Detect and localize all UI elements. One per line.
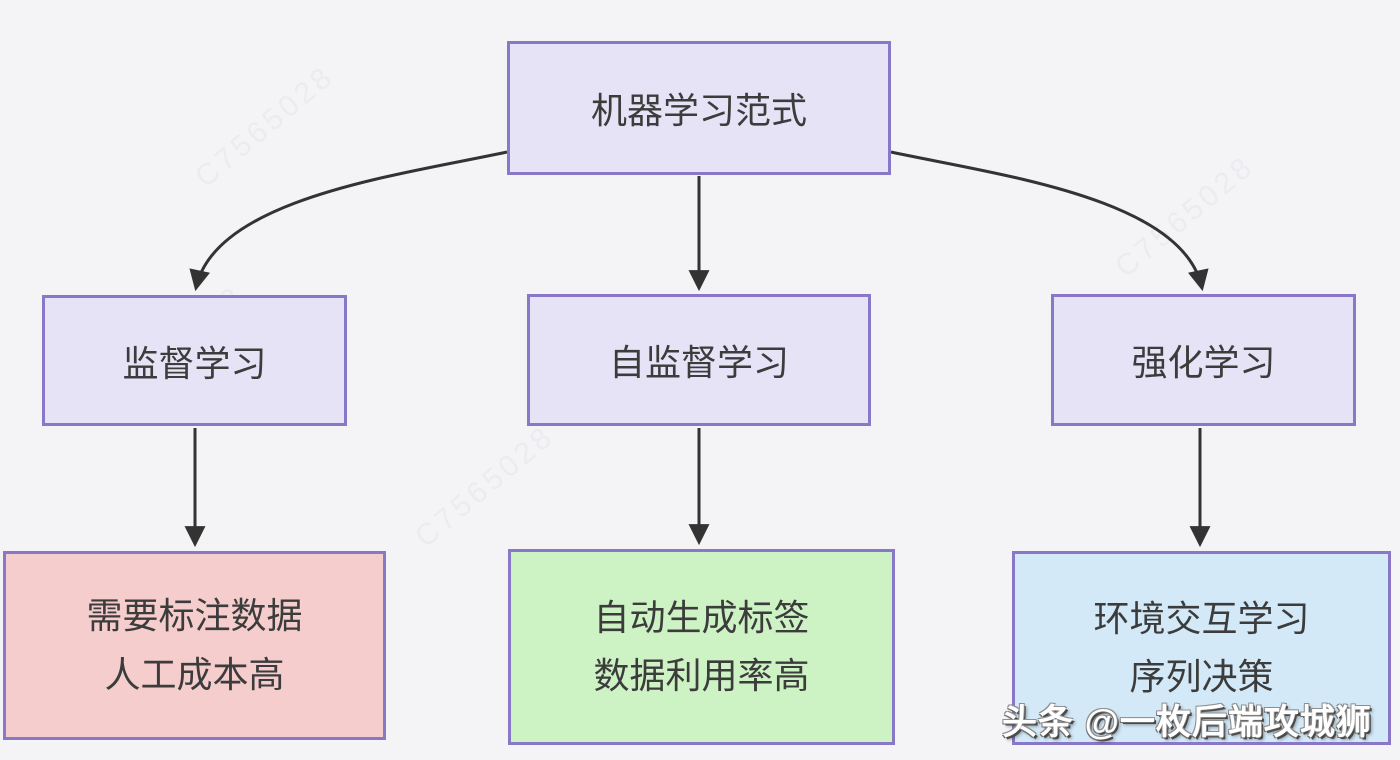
node-label: 强化学习 (1131, 342, 1276, 383)
detail-line: 人工成本高 (104, 653, 285, 695)
detail-line: 自动生成标签 (593, 596, 810, 638)
node-reinforcement-learning: 强化学习 (1051, 294, 1356, 426)
detail-line: 需要标注数据 (86, 595, 303, 637)
node-label: 机器学习范式 (590, 90, 807, 131)
detail-self-supervised-learning: 自动生成标签 数据利用率高 (508, 549, 895, 745)
detail-line: 环境交互学习 (1093, 597, 1310, 639)
node-label: 监督学习 (122, 342, 267, 384)
detail-supervised-learning: 需要标注数据 人工成本高 (3, 551, 386, 740)
background-watermark-text: C7565028 (1109, 149, 1261, 285)
background-watermark-text: C7565028 (189, 59, 341, 195)
node-label: 自监督学习 (608, 342, 789, 383)
arrow-root-to-supervised (189, 150, 508, 292)
node-supervised-learning: 监督学习 (42, 295, 347, 426)
detail-reinforcement-learning: 环境交互学习 序列决策 (1012, 551, 1391, 745)
arrow-root-to-reinforcement (890, 150, 1209, 292)
node-self-supervised-learning: 自监督学习 (527, 294, 871, 426)
node-machine-learning-paradigms: 机器学习范式 (507, 41, 891, 175)
author-watermark: 头条 @一枚后端攻城狮 (1002, 703, 1372, 742)
detail-line: 序列决策 (1129, 656, 1274, 697)
detail-line: 数据利用率高 (593, 655, 810, 696)
background-watermark-text: C7565028 (409, 419, 561, 555)
